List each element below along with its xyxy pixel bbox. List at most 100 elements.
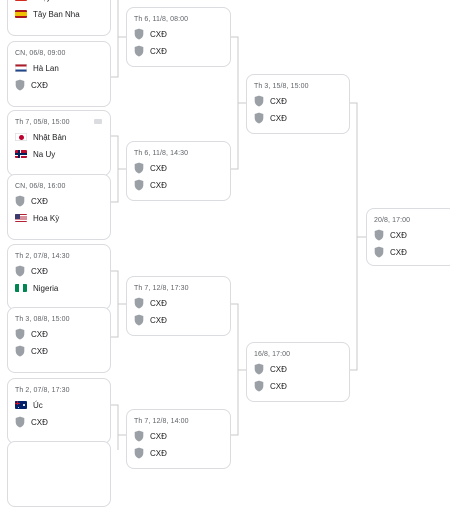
team-name: CXĐ — [31, 346, 48, 356]
team-name: CXĐ — [390, 247, 407, 257]
match-date: Th 2, 07/8, 14:30 — [15, 253, 70, 260]
team-name: CXĐ — [31, 266, 48, 276]
team-name: CXĐ — [150, 298, 167, 308]
australia-flag-icon — [15, 401, 27, 409]
match-date: Th 3, 15/8, 15:00 — [254, 83, 309, 90]
team-row: Nigeria — [15, 282, 58, 294]
nigeria-flag-icon — [15, 284, 27, 292]
match-date: CN, 06/8, 09:00 — [15, 50, 66, 57]
norway-flag-icon — [15, 150, 27, 158]
team-name: CXĐ — [270, 113, 287, 123]
team-row: CXĐ — [15, 195, 48, 207]
shield-icon — [15, 416, 25, 428]
team-row: CXĐ — [134, 179, 167, 191]
shield-icon — [134, 430, 144, 442]
team-row: CXĐ — [134, 162, 167, 174]
match-date: Th 3, 08/8, 15:00 — [15, 316, 70, 323]
shield-icon — [134, 447, 144, 459]
team-name: CXĐ — [150, 46, 167, 56]
shield-icon — [15, 195, 25, 207]
team-row: CXĐ — [254, 112, 287, 124]
match-date: 20/8, 17:00 — [374, 217, 411, 224]
team-name: CXĐ — [150, 180, 167, 190]
team-name: CXĐ — [150, 163, 167, 173]
team-row: CXĐ — [15, 265, 48, 277]
team-row: CXĐ — [15, 79, 48, 91]
team-row: Hoa Kỳ — [15, 212, 59, 224]
team-name: CXĐ — [270, 96, 287, 106]
team-row: CXĐ — [134, 45, 167, 57]
match-date: Th 6, 11/8, 08:00 — [134, 16, 189, 23]
team-row: Hà Lan — [15, 62, 59, 74]
team-name: Hà Lan — [33, 63, 59, 73]
shield-icon — [15, 79, 25, 91]
team-row: Thụy Sĩ — [15, 0, 61, 3]
match-date: Th 7, 05/8, 15:00 — [15, 119, 70, 126]
team-name: Úc — [33, 400, 43, 410]
shield-icon — [15, 328, 25, 340]
match-card[interactable]: Thụy Sĩ Tây Ban Nha — [7, 0, 111, 36]
team-name: CXĐ — [31, 329, 48, 339]
shield-icon — [15, 265, 25, 277]
team-row: CXĐ — [15, 416, 48, 428]
shield-icon — [254, 112, 264, 124]
team-name: Nigeria — [33, 283, 59, 293]
match-date: CN, 06/8, 16:00 — [15, 183, 66, 190]
team-row: Nhật Bản — [15, 131, 66, 143]
team-name: CXĐ — [270, 381, 287, 391]
team-name: CXĐ — [150, 29, 167, 39]
team-row: Tây Ban Nha — [15, 8, 80, 20]
team-row: CXĐ — [134, 430, 167, 442]
shield-icon — [134, 28, 144, 40]
netherlands-flag-icon — [15, 64, 27, 72]
team-name: CXĐ — [390, 230, 407, 240]
team-row: Na Uy — [15, 148, 55, 160]
team-name: Tây Ban Nha — [33, 9, 80, 19]
team-name: CXĐ — [150, 431, 167, 441]
shield-icon — [134, 45, 144, 57]
team-row: CXĐ — [15, 345, 48, 357]
team-row: CXĐ — [134, 447, 167, 459]
shield-icon — [374, 246, 384, 258]
shield-icon — [254, 95, 264, 107]
team-name: CXĐ — [31, 417, 48, 427]
match-date: Th 6, 11/8, 14:30 — [134, 150, 189, 157]
team-row: CXĐ — [374, 246, 407, 258]
match-date: 16/8, 17:00 — [254, 351, 291, 358]
team-name: CXĐ — [31, 80, 48, 90]
match-card[interactable] — [7, 441, 111, 507]
team-row: CXĐ — [374, 229, 407, 241]
team-name: Na Uy — [33, 149, 56, 159]
team-row: CXĐ — [254, 363, 287, 375]
team-name: Nhật Bản — [33, 132, 67, 142]
match-date: Th 7, 12/8, 14:00 — [134, 418, 189, 425]
shield-icon — [134, 162, 144, 174]
shield-icon — [374, 229, 384, 241]
team-row: Úc — [15, 399, 43, 411]
bracket-connectors — [111, 0, 366, 450]
shield-icon — [254, 380, 264, 392]
spain-flag-icon — [15, 10, 27, 18]
shield-icon — [134, 314, 144, 326]
team-row: CXĐ — [15, 328, 48, 340]
team-row: CXĐ — [254, 380, 287, 392]
team-name: CXĐ — [270, 364, 287, 374]
switzerland-flag-icon — [15, 0, 27, 1]
shield-icon — [134, 297, 144, 309]
team-name: Thụy Sĩ — [33, 0, 61, 2]
team-row: CXĐ — [134, 297, 167, 309]
team-row: CXĐ — [134, 28, 167, 40]
